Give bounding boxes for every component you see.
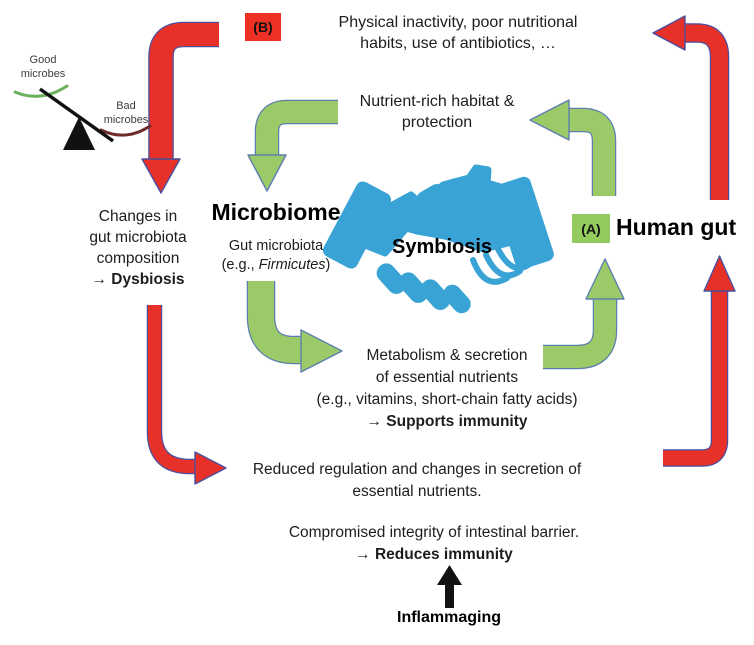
human-gut-heading: Human gut (616, 214, 737, 240)
nutrient-habitat-text: Nutrient-rich habitat & protection (359, 93, 515, 131)
under-finger-1 (376, 263, 407, 294)
over-finger (416, 184, 446, 208)
microbiome-heading: Microbiome (211, 199, 341, 225)
seesaw-balance-icon (13, 84, 152, 150)
wrap-finger-3 (495, 246, 534, 272)
compromised-barrier-text: Compromised integrity of intestinal barr… (288, 524, 580, 563)
seesaw-fulcrum (63, 117, 95, 150)
handshake-icon (322, 164, 554, 314)
badge-a: (A) (572, 214, 610, 243)
good-microbes-arc (13, 84, 69, 98)
green-arrow-top-right-left-icon (529, 99, 617, 196)
red-arrow-top-left-down-icon (141, 21, 219, 194)
badge-b: (B) (245, 13, 281, 41)
gut-microbiota-text: Gut microbiota (e.g., Firmicutes) (221, 238, 331, 273)
metabolism-text: Metabolism & secretion of essential nutr… (316, 347, 578, 430)
right-hand-heel (508, 218, 544, 265)
dysbiosis-text: Changes in gut microbiota composition → … (89, 208, 187, 288)
wrap-finger-1 (470, 257, 510, 285)
reduced-regulation-text: Reduced regulation and changes in secret… (252, 461, 582, 500)
inflammaging-label: Inflammaging (396, 609, 502, 626)
green-arrow-bottom-left-right-icon (246, 281, 343, 373)
symbiosis-heading: Symbiosis (391, 236, 493, 258)
green-arrow-bottom-right-up-icon (543, 258, 625, 370)
bad-microbes-label: Bad microbes (103, 100, 149, 126)
good-microbes-label: Good microbes (20, 54, 66, 80)
inflammaging-arrow-icon (437, 565, 462, 608)
under-finger-4 (443, 284, 471, 314)
red-arrow-left-down-right-icon (146, 305, 227, 485)
under-finger-2 (398, 272, 429, 303)
wrap-finger-2 (483, 252, 523, 279)
green-arrow-top-left-down-icon (247, 99, 338, 192)
under-finger-3 (420, 279, 451, 310)
top-cause-text: Physical inactivity, poor nutritional ha… (338, 14, 578, 52)
seesaw-plank (38, 87, 115, 143)
bad-microbes-arc (99, 124, 152, 137)
right-hand-back (399, 164, 540, 253)
red-arrow-bottom-right-up-icon (663, 255, 736, 467)
red-arrow-top-right-left-icon (652, 15, 730, 200)
